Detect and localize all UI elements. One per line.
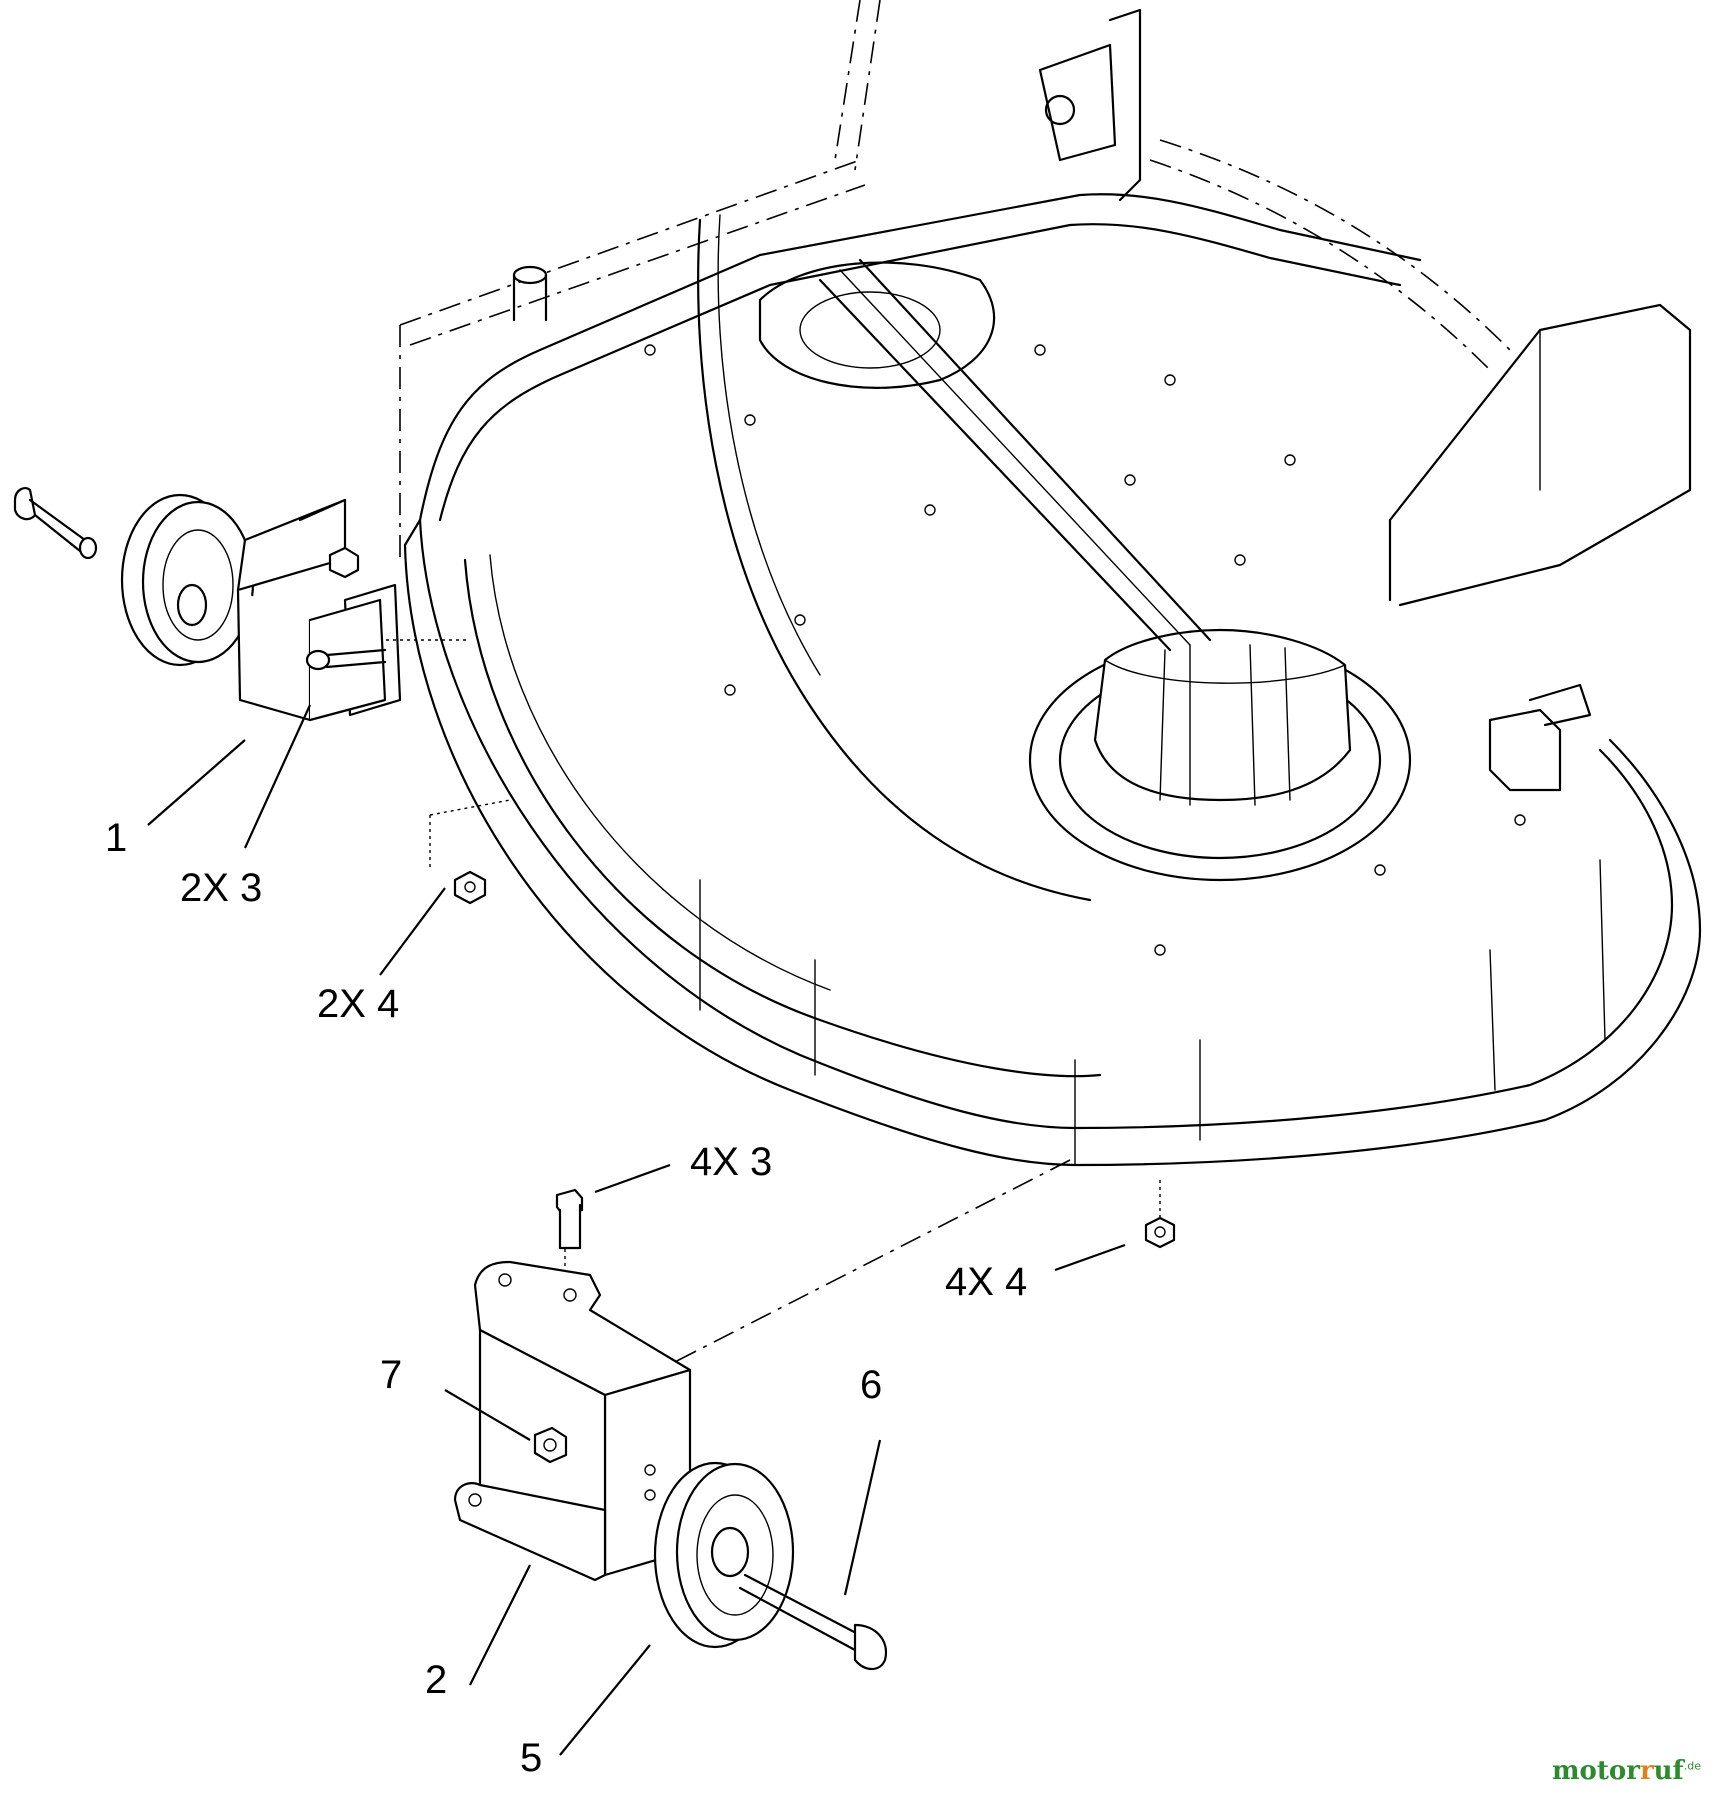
callout-2x3: 2X 3 <box>180 866 263 910</box>
leader-2x3 <box>243 704 312 849</box>
logo-text-uf: uf <box>1653 1756 1684 1786</box>
motoruf-logo: motorruf.de <box>1552 1756 1701 1786</box>
callout-1: 1 <box>105 816 128 860</box>
callout-2: 2 <box>425 1658 448 1702</box>
logo-suffix: .de <box>1683 1759 1701 1773</box>
callout-5: 5 <box>520 1736 543 1780</box>
carriage-bolt-front <box>555 1188 584 1250</box>
front-caster-wheel-assembly <box>453 1260 888 1671</box>
leader-6 <box>843 1439 882 1596</box>
left-caster-wheel-assembly <box>13 486 387 722</box>
leader-5 <box>559 1644 651 1756</box>
callout-7: 7 <box>380 1353 403 1397</box>
leader-7 <box>444 1389 531 1441</box>
logo-text-motor: motor <box>1552 1756 1640 1786</box>
callout-4x3: 4X 3 <box>690 1140 773 1184</box>
leader-2 <box>469 1564 531 1686</box>
leader-4x3 <box>594 1163 671 1194</box>
deck-mounting-holes <box>644 344 1526 956</box>
leader-1 <box>147 739 246 826</box>
callout-4x4: 4X 4 <box>945 1260 1028 1304</box>
logo-r-icon: r <box>1639 1756 1654 1786</box>
mower-deck-housing <box>330 0 1702 1391</box>
leader-4x4 <box>1054 1243 1126 1272</box>
callout-6: 6 <box>860 1363 883 1407</box>
flange-nut-front <box>1144 1216 1176 1249</box>
leader-2x4 <box>379 887 446 976</box>
leader-lines <box>147 704 1126 1756</box>
callout-2x4: 2X 4 <box>317 982 400 1026</box>
flange-nut-left <box>453 870 487 905</box>
